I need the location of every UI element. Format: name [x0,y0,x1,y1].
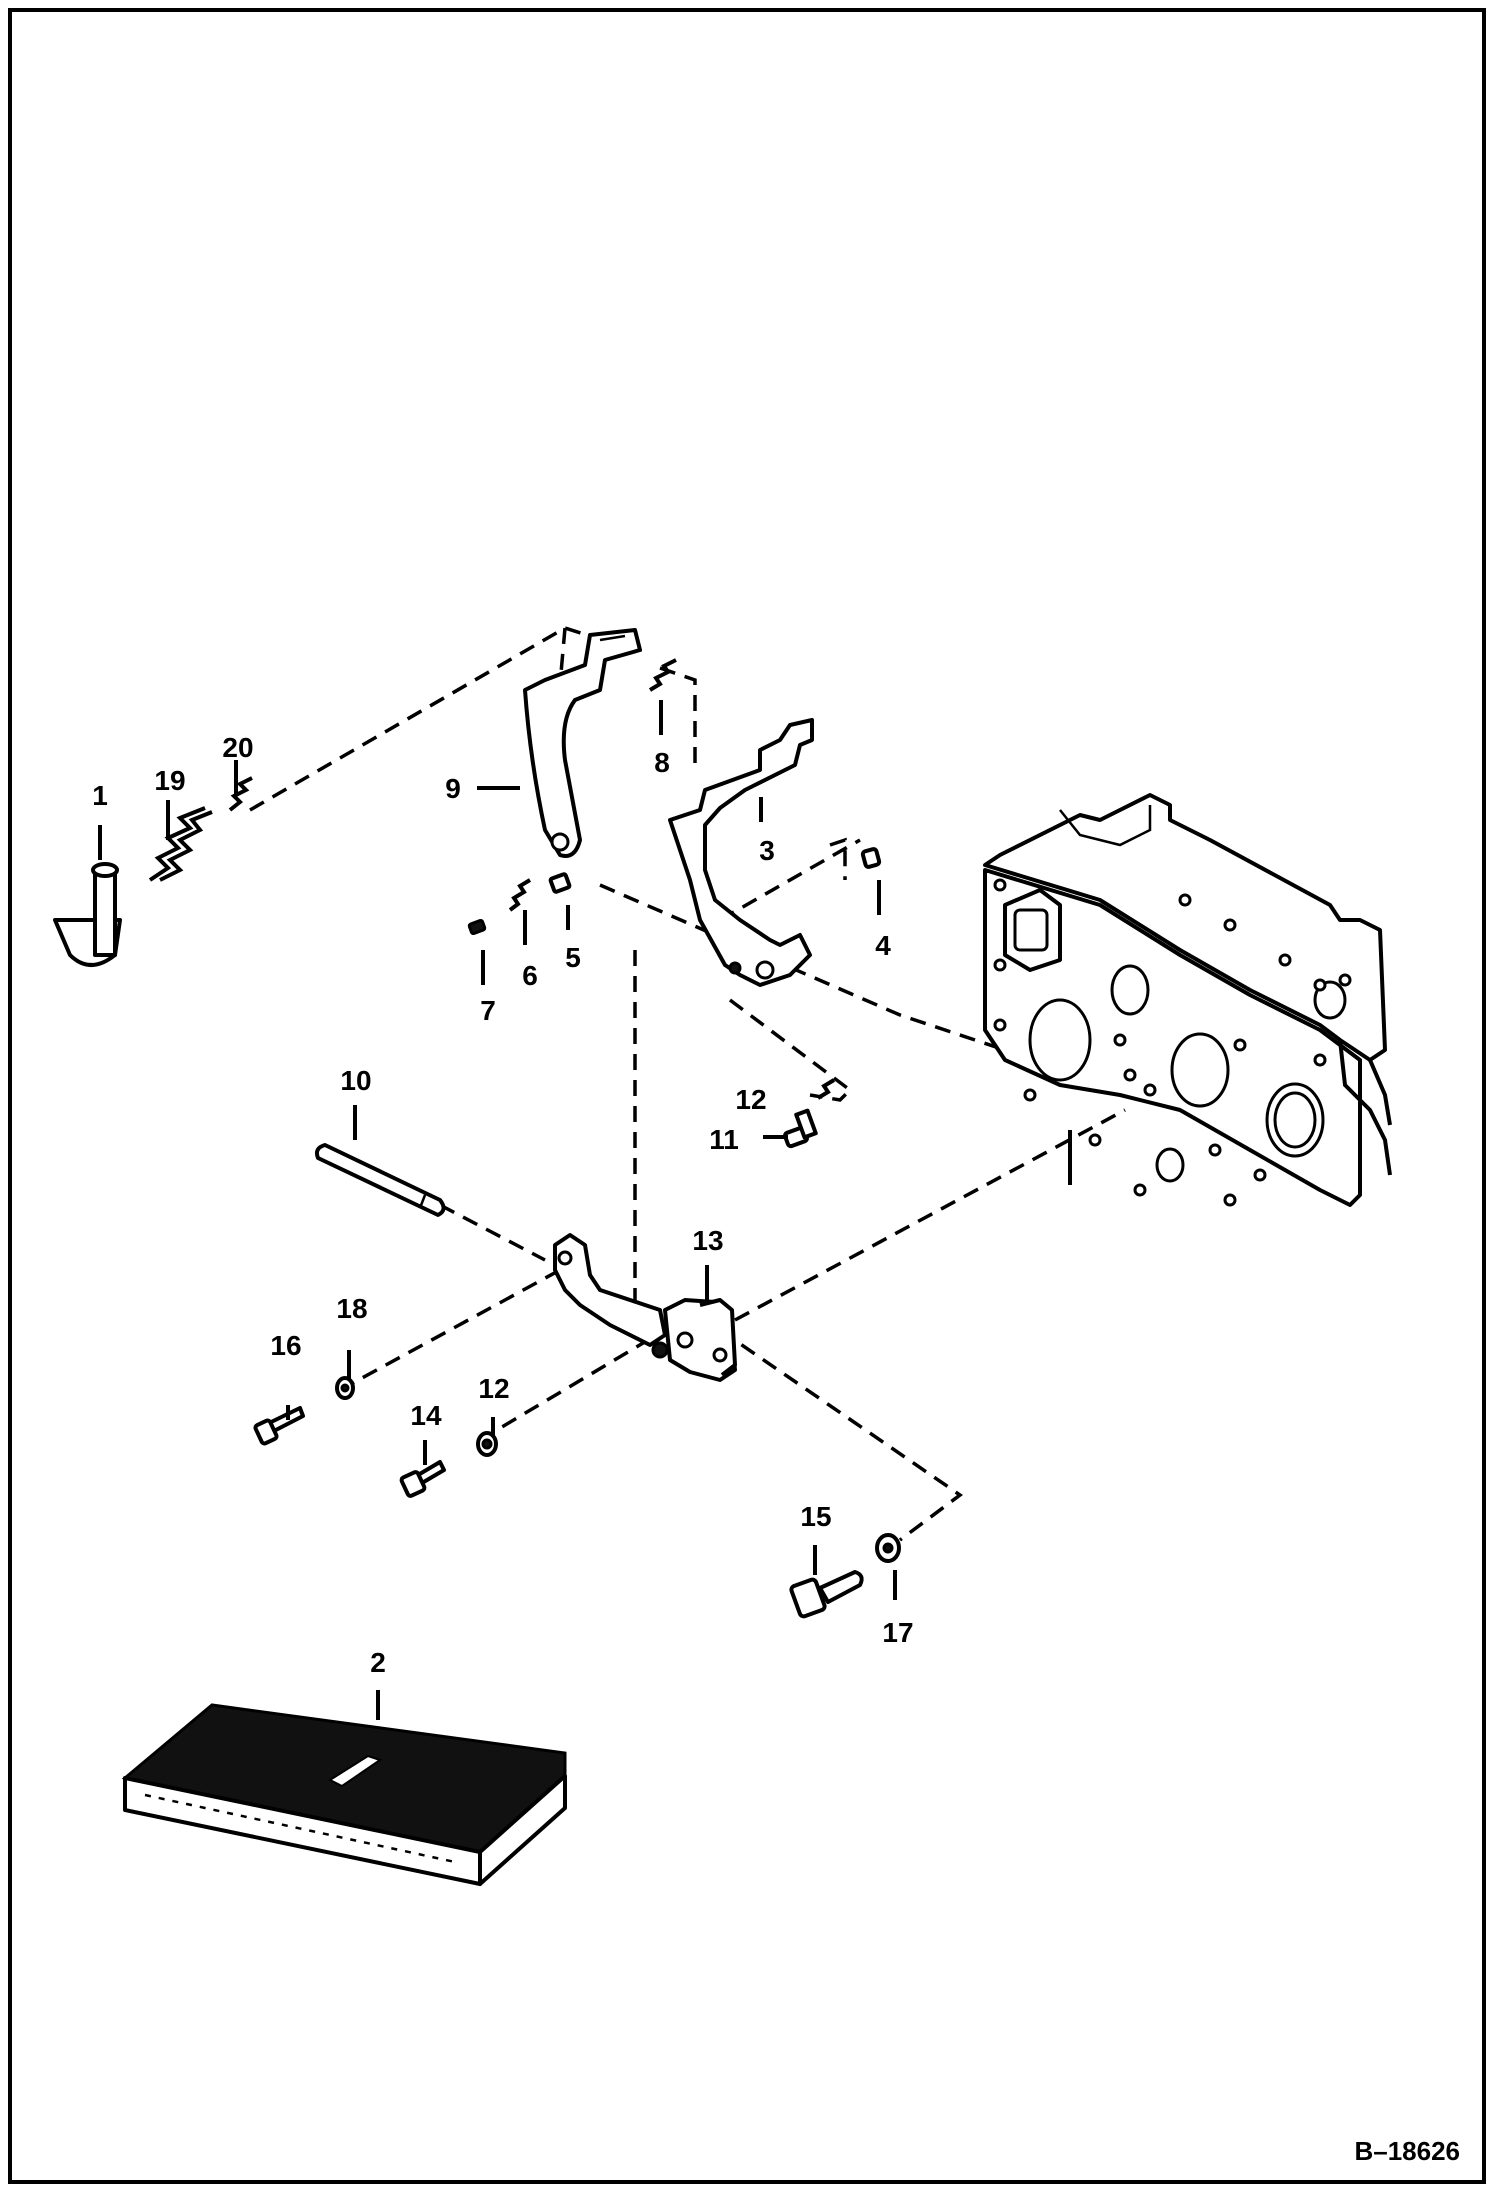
plug-7-part [467,918,487,936]
governor-shaft-part [53,862,122,967]
washer-17-part [875,1533,901,1563]
lever-arm-9-part [523,628,642,858]
callout-2: 2 [370,1647,386,1678]
spring-6-part [508,878,532,912]
callout-18: 18 [336,1293,367,1324]
callout-10: 10 [340,1065,371,1096]
spring-8-part [648,658,677,692]
callout-8: 8 [654,747,670,778]
spring-19-part [148,806,213,882]
spring-12a-part [816,1078,836,1100]
callout-15: 15 [800,1501,831,1532]
lever-assembly-13-part [553,1233,737,1382]
rod-10-part [314,1143,446,1217]
document-number: B–18626 [1354,2136,1460,2166]
bolt-15-part [789,1570,864,1619]
callout-12-lower: 12 [478,1373,509,1404]
callout-6: 6 [522,960,538,991]
callout-20: 20 [222,732,253,763]
callout-19: 19 [154,765,185,796]
callout-11: 11 [709,1124,739,1155]
washer-18-part [335,1376,355,1400]
plug-4-part [860,847,882,869]
assembly-guide-lines [249,626,1141,1542]
callout-leaders [98,700,897,1720]
callout-labels: 1 2 3 4 5 6 7 8 9 10 11 12 12 13 14 15 1… [92,732,913,1678]
callout-7: 7 [480,995,496,1026]
callout-4: 4 [875,930,891,961]
callout-16: 16 [270,1330,301,1361]
bushing-5-part [548,872,572,894]
bolt-16-part [253,1406,305,1446]
nut-12b-part [476,1431,498,1457]
callout-9: 9 [445,773,461,804]
spring-20-part [228,776,253,812]
engine-block-part [983,793,1392,1207]
callout-3: 3 [759,835,775,866]
callout-5: 5 [565,942,581,973]
callout-13: 13 [692,1225,723,1256]
governor-lever-3-part [668,718,814,987]
callout-1: 1 [92,780,108,811]
bolt-14-part [399,1460,446,1498]
callout-14: 14 [410,1400,442,1431]
callout-12-upper: 12 [735,1084,766,1115]
decal-sheet-2-part [121,1703,567,1886]
callout-17: 17 [882,1617,913,1648]
screw-11-part [783,1108,818,1149]
